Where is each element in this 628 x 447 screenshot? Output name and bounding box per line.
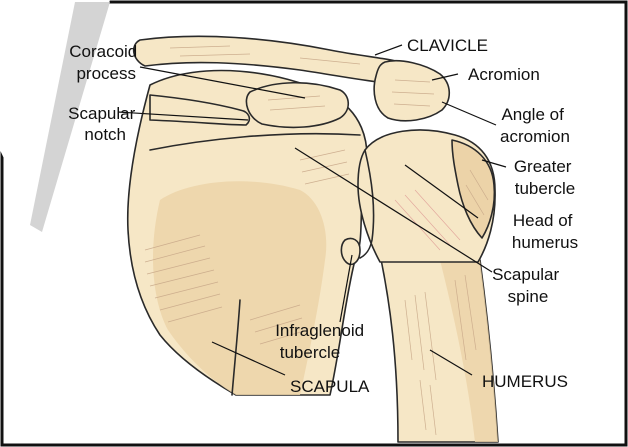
label-head-of-humerus-line1: Head of <box>513 211 573 230</box>
label-clavicle: CLAVICLE <box>407 36 488 55</box>
label-scapula: SCAPULA <box>290 377 370 396</box>
label-infraglenoid-tubercle-line1: Infraglenoid <box>275 321 364 340</box>
scapula-shadow <box>153 181 326 395</box>
label-greater-tubercle-line2: tubercle <box>515 179 575 198</box>
acromion-shape <box>374 61 449 121</box>
label-acromion: Acromion <box>468 65 540 84</box>
label-head-of-humerus: Head of humerus <box>512 211 578 252</box>
label-angle-of-acromion: Angle of acromion <box>500 105 570 146</box>
label-head-of-humerus-line2: humerus <box>512 233 578 252</box>
label-greater-tubercle-line1: Greater <box>514 157 572 176</box>
leader-angle-acromion <box>442 102 496 125</box>
label-scapular-notch: Scapular notch <box>68 104 140 144</box>
label-coracoid-process-line1: Coracoid <box>69 42 137 61</box>
label-infraglenoid-tubercle-line2: tubercle <box>280 343 340 362</box>
label-greater-tubercle: Greater tubercle <box>514 157 576 198</box>
label-angle-of-acromion-line2: acromion <box>500 127 570 146</box>
label-scapular-notch-line2: notch <box>84 125 126 144</box>
label-scapular-spine-line2: spine <box>508 287 549 306</box>
leader-clavicle <box>375 45 402 55</box>
label-coracoid-process-line2: process <box>76 64 136 83</box>
label-angle-of-acromion-line1: Angle of <box>501 105 564 124</box>
label-scapular-spine-line1: Scapular <box>492 265 559 284</box>
label-scapular-spine: Scapular spine <box>492 265 564 306</box>
label-humerus: HUMERUS <box>482 372 568 391</box>
label-scapular-notch-line1: Scapular <box>68 104 135 123</box>
